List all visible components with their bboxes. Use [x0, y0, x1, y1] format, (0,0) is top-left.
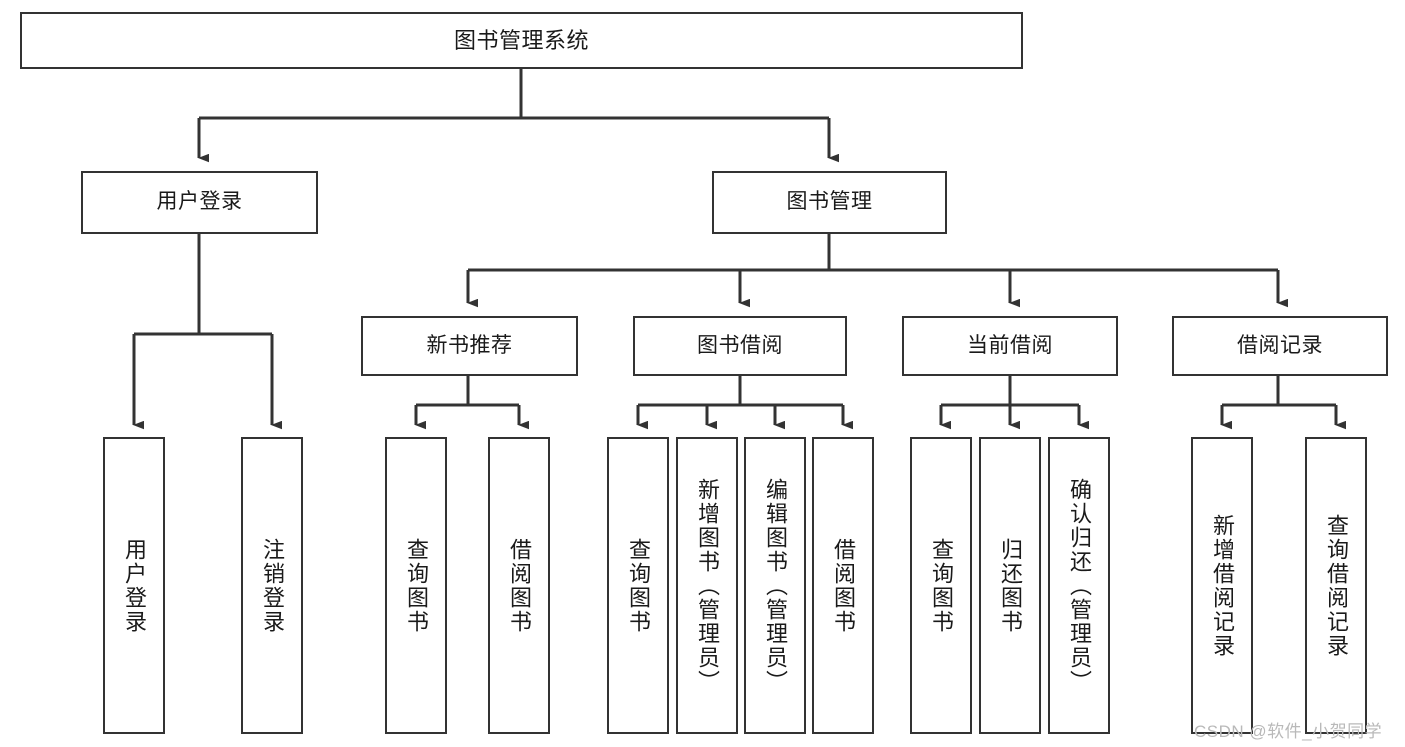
node-user-login[interactable]: 用户登录	[81, 171, 318, 234]
leaf-new-book-query-book[interactable]: 查询图书	[385, 437, 447, 734]
node-label: 查询图书	[626, 537, 651, 634]
node-current-borrow[interactable]: 当前借阅	[902, 316, 1118, 376]
node-label: 查询图书	[404, 537, 429, 634]
leaf-current-borrow-query-book[interactable]: 查询图书	[910, 437, 972, 734]
node-label: 当前借阅	[967, 333, 1053, 357]
leaf-book-borrow-add-book-admin[interactable]: 新增图书（管理员）	[676, 437, 738, 734]
node-label: 编辑图书（管理员）	[763, 477, 788, 694]
node-book-borrow[interactable]: 图书借阅	[633, 316, 847, 376]
node-label: 用户登录	[122, 537, 147, 634]
leaf-user-login-logout[interactable]: 注销登录	[241, 437, 303, 734]
leaf-new-book-borrow-book[interactable]: 借阅图书	[488, 437, 550, 734]
leaf-book-borrow-borrow-book[interactable]: 借阅图书	[812, 437, 874, 734]
leaf-borrow-record-query-record[interactable]: 查询借阅记录	[1305, 437, 1367, 734]
node-borrow-record[interactable]: 借阅记录	[1172, 316, 1388, 376]
node-label: 图书借阅	[697, 333, 783, 357]
leaf-borrow-record-add-record[interactable]: 新增借阅记录	[1191, 437, 1253, 734]
node-label: 新增借阅记录	[1210, 513, 1235, 658]
node-book-management[interactable]: 图书管理	[712, 171, 947, 234]
node-label: 确认归还（管理员）	[1067, 477, 1092, 694]
leaf-book-borrow-edit-book-admin[interactable]: 编辑图书（管理员）	[744, 437, 806, 734]
node-root-book-management-system[interactable]: 图书管理系统	[20, 12, 1023, 69]
node-label: 注销登录	[260, 537, 285, 634]
node-label: 图书管理系统	[453, 27, 589, 53]
csdn-watermark: CSDN @软件_小贺同学	[1194, 722, 1383, 741]
leaf-book-borrow-query-book[interactable]: 查询图书	[607, 437, 669, 734]
leaf-current-borrow-return-book[interactable]: 归还图书	[979, 437, 1041, 734]
node-label: 查询图书	[929, 537, 954, 634]
node-label: 新增图书（管理员）	[695, 477, 720, 694]
node-label: 归还图书	[998, 537, 1023, 634]
node-label: 借阅图书	[831, 537, 856, 634]
node-label: 查询借阅记录	[1324, 513, 1349, 658]
node-label: 借阅图书	[507, 537, 532, 634]
node-label: 借阅记录	[1237, 333, 1323, 357]
node-label: 用户登录	[156, 190, 243, 214]
leaf-current-borrow-confirm-return-admin[interactable]: 确认归还（管理员）	[1048, 437, 1110, 734]
leaf-user-login-login[interactable]: 用户登录	[103, 437, 165, 734]
node-label: 新书推荐	[426, 333, 513, 357]
node-label: 图书管理	[786, 190, 873, 214]
node-new-book-recommend[interactable]: 新书推荐	[361, 316, 578, 376]
